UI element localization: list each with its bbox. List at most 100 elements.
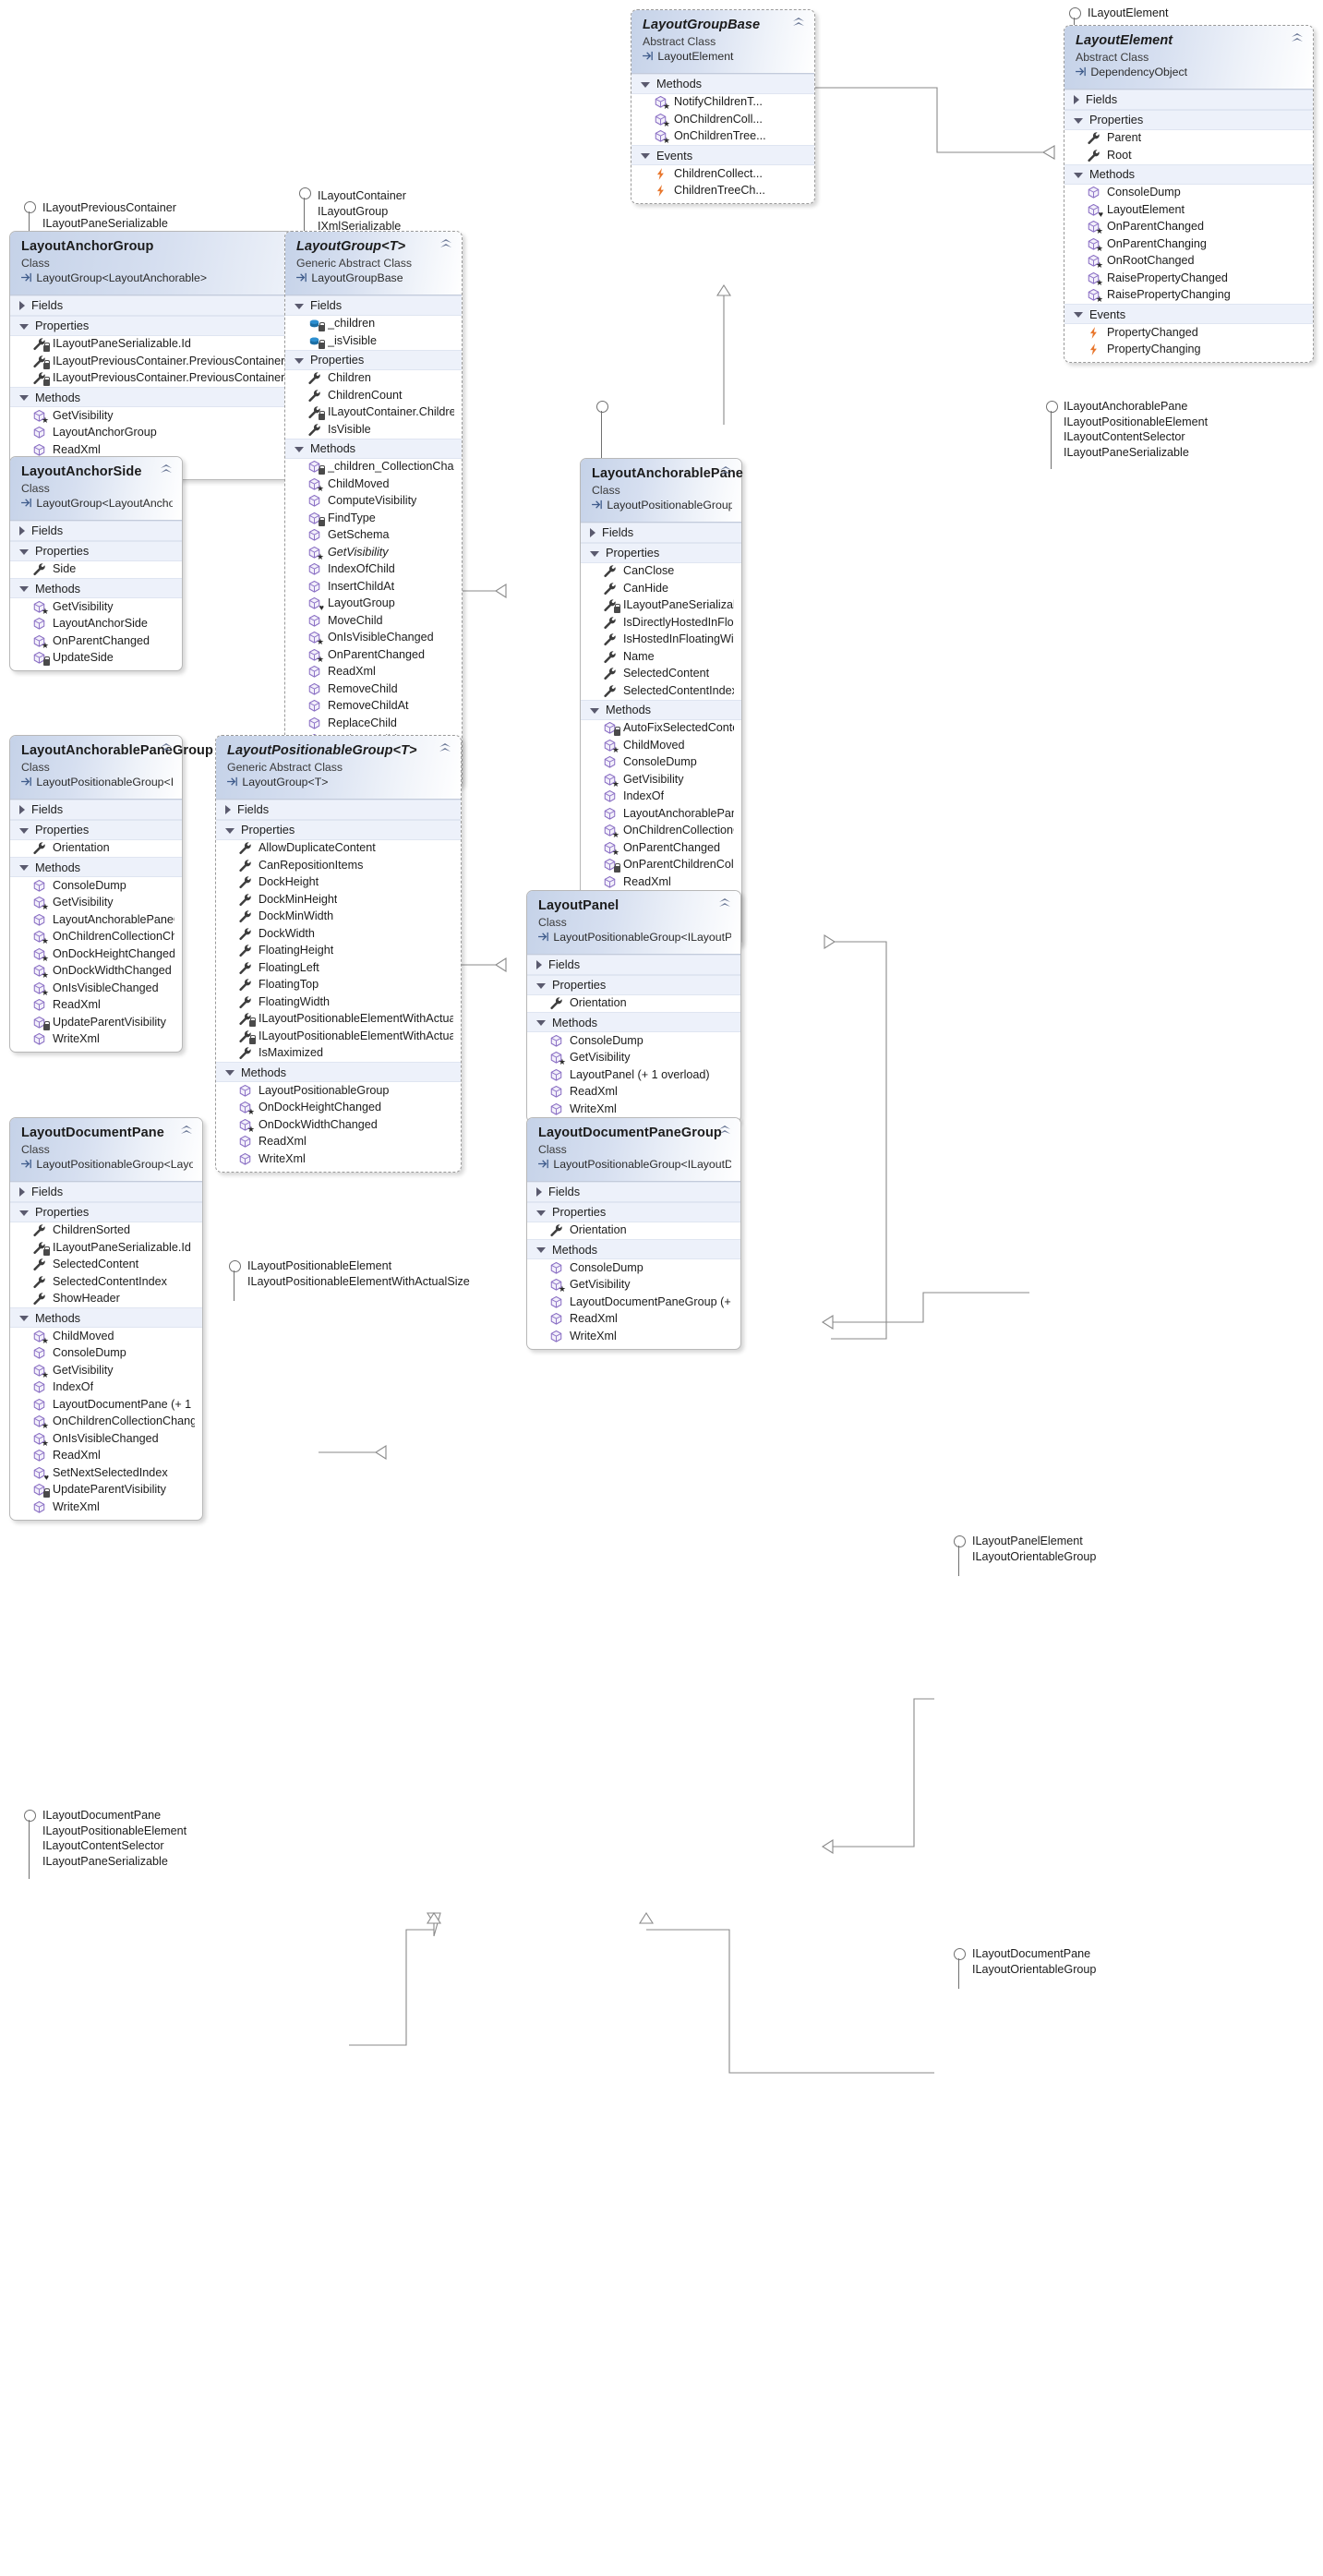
member-row[interactable]: DockMinWidth (216, 909, 461, 926)
member-row[interactable]: ★ChildMoved (285, 475, 462, 493)
chevron-down-icon[interactable] (19, 865, 29, 872)
member-row[interactable]: ★GetVisibility (10, 895, 182, 912)
chevron-down-icon[interactable] (19, 323, 29, 330)
member-row[interactable]: ConsoleDump (10, 1345, 202, 1363)
member-row[interactable]: MoveChild (285, 612, 462, 630)
member-row[interactable]: IsVisible (285, 421, 462, 439)
member-row[interactable]: ★OnIsVisibleChanged (10, 1430, 202, 1448)
member-row[interactable]: OnParentChildrenCollection... (581, 857, 741, 874)
member-row[interactable]: ★OnDockHeightChanged (10, 945, 182, 963)
section-header-properties[interactable]: Properties (527, 974, 740, 995)
member-row[interactable]: SelectedContent (581, 666, 741, 683)
section-header-events[interactable]: Events (631, 145, 814, 166)
member-row[interactable]: ★GetVisibility (285, 544, 462, 561)
member-row[interactable]: FindType (285, 510, 462, 527)
section-header-fields[interactable]: Fields (1064, 89, 1313, 110)
member-row[interactable]: LayoutPositionableGroup (216, 1082, 461, 1100)
member-row[interactable]: ★OnChildrenCollectionChanged (10, 1414, 202, 1431)
section-header-methods[interactable]: Methods (581, 699, 741, 720)
class-box-layout-group[interactable]: LayoutGroup<T>Generic Abstract Class Lay… (284, 231, 463, 788)
member-row[interactable]: ★OnChildrenColl... (631, 111, 814, 128)
member-row[interactable]: WriteXml (10, 1031, 182, 1049)
chevron-right-icon[interactable] (1074, 94, 1079, 104)
section-header-properties[interactable]: Properties (527, 1201, 740, 1222)
chevron-right-icon[interactable] (225, 804, 231, 814)
member-row[interactable]: IsDirectlyHostedInFloatingWi... (581, 614, 741, 632)
chevron-down-icon[interactable] (1074, 117, 1083, 124)
member-row[interactable]: CanClose (581, 563, 741, 581)
member-row[interactable]: ★OnChildrenCollectionChanged (10, 929, 182, 946)
member-row[interactable]: WriteXml (527, 1328, 740, 1345)
member-row[interactable]: ★OnParentChanged (285, 646, 462, 664)
chevron-right-icon[interactable] (19, 804, 25, 814)
collapse-chevron-icon[interactable] (439, 743, 452, 755)
section-header-methods[interactable]: Methods (527, 1239, 740, 1260)
section-header-fields[interactable]: Fields (10, 520, 182, 541)
member-row[interactable]: FloatingTop (216, 977, 461, 994)
member-row[interactable]: ComputeVisibility (285, 493, 462, 511)
chevron-right-icon[interactable] (19, 1186, 25, 1197)
collapse-chevron-icon[interactable] (718, 898, 732, 910)
member-row[interactable]: LayoutAnchorGroup (10, 425, 413, 442)
member-row[interactable]: ChildrenTreeCh... (631, 183, 814, 200)
section-header-fields[interactable]: Fields (285, 295, 462, 316)
member-row[interactable]: CanRepositionItems (216, 857, 461, 874)
chevron-down-icon[interactable] (19, 586, 29, 593)
member-row[interactable]: FloatingLeft (216, 959, 461, 977)
collapse-chevron-icon[interactable] (180, 1125, 194, 1138)
member-row[interactable]: IsHostedInFloatingWindow (581, 632, 741, 649)
chevron-right-icon[interactable] (590, 527, 595, 537)
member-row[interactable]: LayoutDocumentPaneGroup (+ 1 overload) (527, 1294, 740, 1311)
member-row[interactable]: ILayoutPositionableElementWithActualSize… (216, 1028, 461, 1045)
member-row[interactable]: ReadXml (581, 873, 741, 891)
chevron-down-icon[interactable] (641, 81, 650, 88)
member-row[interactable]: ReadXml (216, 1134, 461, 1151)
member-row[interactable]: ReplaceChild (285, 715, 462, 732)
section-header-methods[interactable]: Methods (527, 1012, 740, 1033)
section-header-methods[interactable]: Methods (216, 1062, 461, 1083)
member-row[interactable]: SelectedContent (10, 1257, 202, 1274)
member-row[interactable]: ★GetVisibility (10, 1362, 202, 1379)
chevron-down-icon[interactable] (536, 1020, 546, 1027)
member-row[interactable]: ♥SetNextSelectedIndex (10, 1464, 202, 1482)
member-row[interactable]: DockWidth (216, 925, 461, 943)
member-row[interactable]: LayoutAnchorSide (10, 616, 182, 633)
member-row[interactable]: ChildrenSorted (10, 1222, 202, 1240)
member-row[interactable]: ShowHeader (10, 1291, 202, 1308)
member-row[interactable]: ★OnParentChanged (1064, 219, 1313, 236)
section-header-fields[interactable]: Fields (527, 1181, 740, 1202)
member-row[interactable]: ★OnParentChanged (581, 839, 741, 857)
collapse-chevron-icon[interactable] (792, 18, 806, 30)
member-row[interactable]: ReadXml (527, 1084, 740, 1101)
member-row[interactable]: ♥LayoutGroup (285, 596, 462, 613)
member-row[interactable]: ★OnIsVisibleChanged (10, 980, 182, 997)
member-row[interactable]: IsMaximized (216, 1045, 461, 1063)
class-box-layout-positionable-group[interactable]: LayoutPositionableGroup<T>Generic Abstra… (215, 735, 462, 1173)
collapse-chevron-icon[interactable] (160, 743, 174, 755)
member-row[interactable]: CanHide (581, 580, 741, 597)
section-header-methods[interactable]: Methods (285, 438, 462, 459)
member-row[interactable]: ★OnDockHeightChanged (216, 1100, 461, 1117)
member-row[interactable]: ★GetVisibility (10, 407, 413, 425)
member-row[interactable]: ILayoutPaneSerializable.Id (581, 597, 741, 615)
chevron-down-icon[interactable] (536, 982, 546, 989)
collapse-chevron-icon[interactable] (439, 239, 453, 251)
member-row[interactable]: WriteXml (10, 1499, 202, 1516)
member-row[interactable]: ★NotifyChildrenT... (631, 94, 814, 112)
member-row[interactable]: RemoveChildAt (285, 698, 462, 716)
member-row[interactable]: Root (1064, 147, 1313, 164)
member-row[interactable]: SelectedContentIndex (10, 1273, 202, 1291)
member-row[interactable]: ★OnParentChanged (10, 632, 182, 650)
member-row[interactable]: Parent (1064, 130, 1313, 148)
chevron-right-icon[interactable] (536, 959, 542, 969)
section-header-fields[interactable]: Fields (581, 522, 741, 543)
member-row[interactable]: _children_CollectionChanged (285, 459, 462, 476)
section-header-properties[interactable]: Properties (216, 819, 461, 840)
member-row[interactable]: Orientation (527, 1222, 740, 1240)
section-header-properties[interactable]: Properties (10, 819, 182, 840)
collapse-chevron-icon[interactable] (718, 1125, 732, 1138)
